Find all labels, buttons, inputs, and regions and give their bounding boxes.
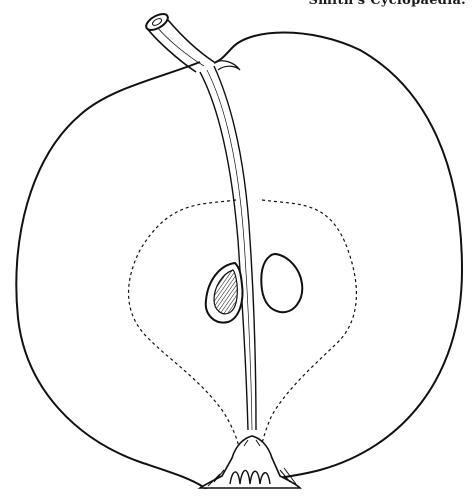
core-vascular-strand-right [214, 66, 256, 430]
core-vascular-strand-left [200, 72, 248, 430]
right-seed-outline [261, 254, 302, 312]
stalk-left-edge [146, 27, 196, 72]
core-boundary-dotted [129, 200, 357, 452]
stalk-cut-end [144, 11, 171, 33]
